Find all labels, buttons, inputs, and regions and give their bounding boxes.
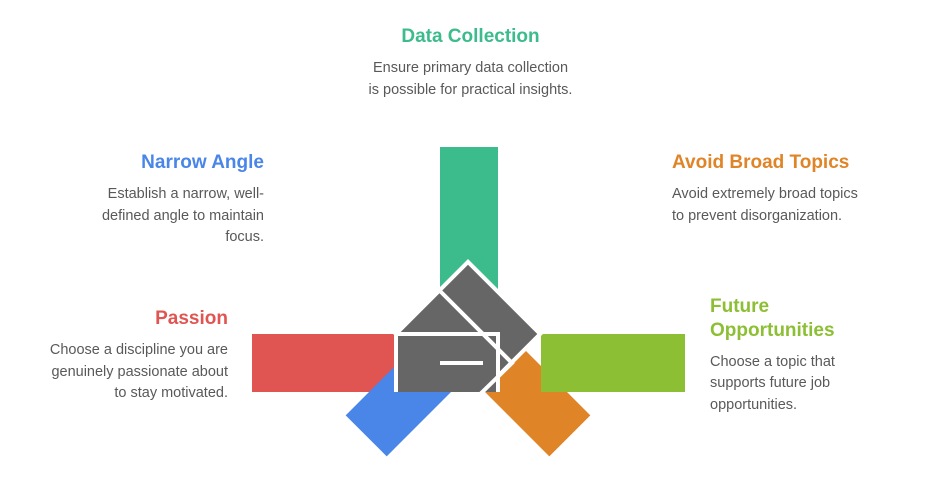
segment-body-future-opportunities: Choose a topic that supports future job … — [710, 353, 835, 414]
segment-heading-future-opportunities: Future Opportunities — [710, 296, 835, 341]
hub-chevron-upper — [438, 289, 515, 392]
hub-group — [393, 259, 543, 392]
segment-bar-future-opportunities — [541, 334, 685, 392]
segment-label-future-opportunities: Future Opportunities Choose a topic that… — [710, 295, 870, 417]
segment-body-narrow-angle: Establish a narrow, well-defined angle t… — [101, 185, 264, 246]
segment-body-passion: Choose a discipline you are genuinely pa… — [49, 341, 228, 402]
segment-heading-passion: Passion — [155, 308, 228, 329]
segment-body-avoid-broad-topics: Avoid extremely broad topics to prevent … — [672, 185, 858, 224]
segment-bar-passion — [252, 334, 396, 392]
segment-label-avoid-broad-topics: Avoid Broad Topics Avoid extremely broad… — [672, 151, 872, 227]
segment-heading-data-collection: Data Collection — [401, 26, 540, 47]
segment-label-passion: Passion Choose a discipline you are genu… — [38, 307, 228, 405]
segment-label-narrow-angle: Narrow Angle Establish a narrow, well-de… — [78, 151, 264, 249]
segment-label-data-collection: Data Collection Ensure primary data coll… — [368, 25, 573, 101]
segment-heading-narrow-angle: Narrow Angle — [141, 152, 264, 173]
segment-heading-avoid-broad-topics: Avoid Broad Topics — [672, 152, 850, 173]
segment-body-data-collection: Ensure primary data collection is possib… — [368, 59, 573, 98]
